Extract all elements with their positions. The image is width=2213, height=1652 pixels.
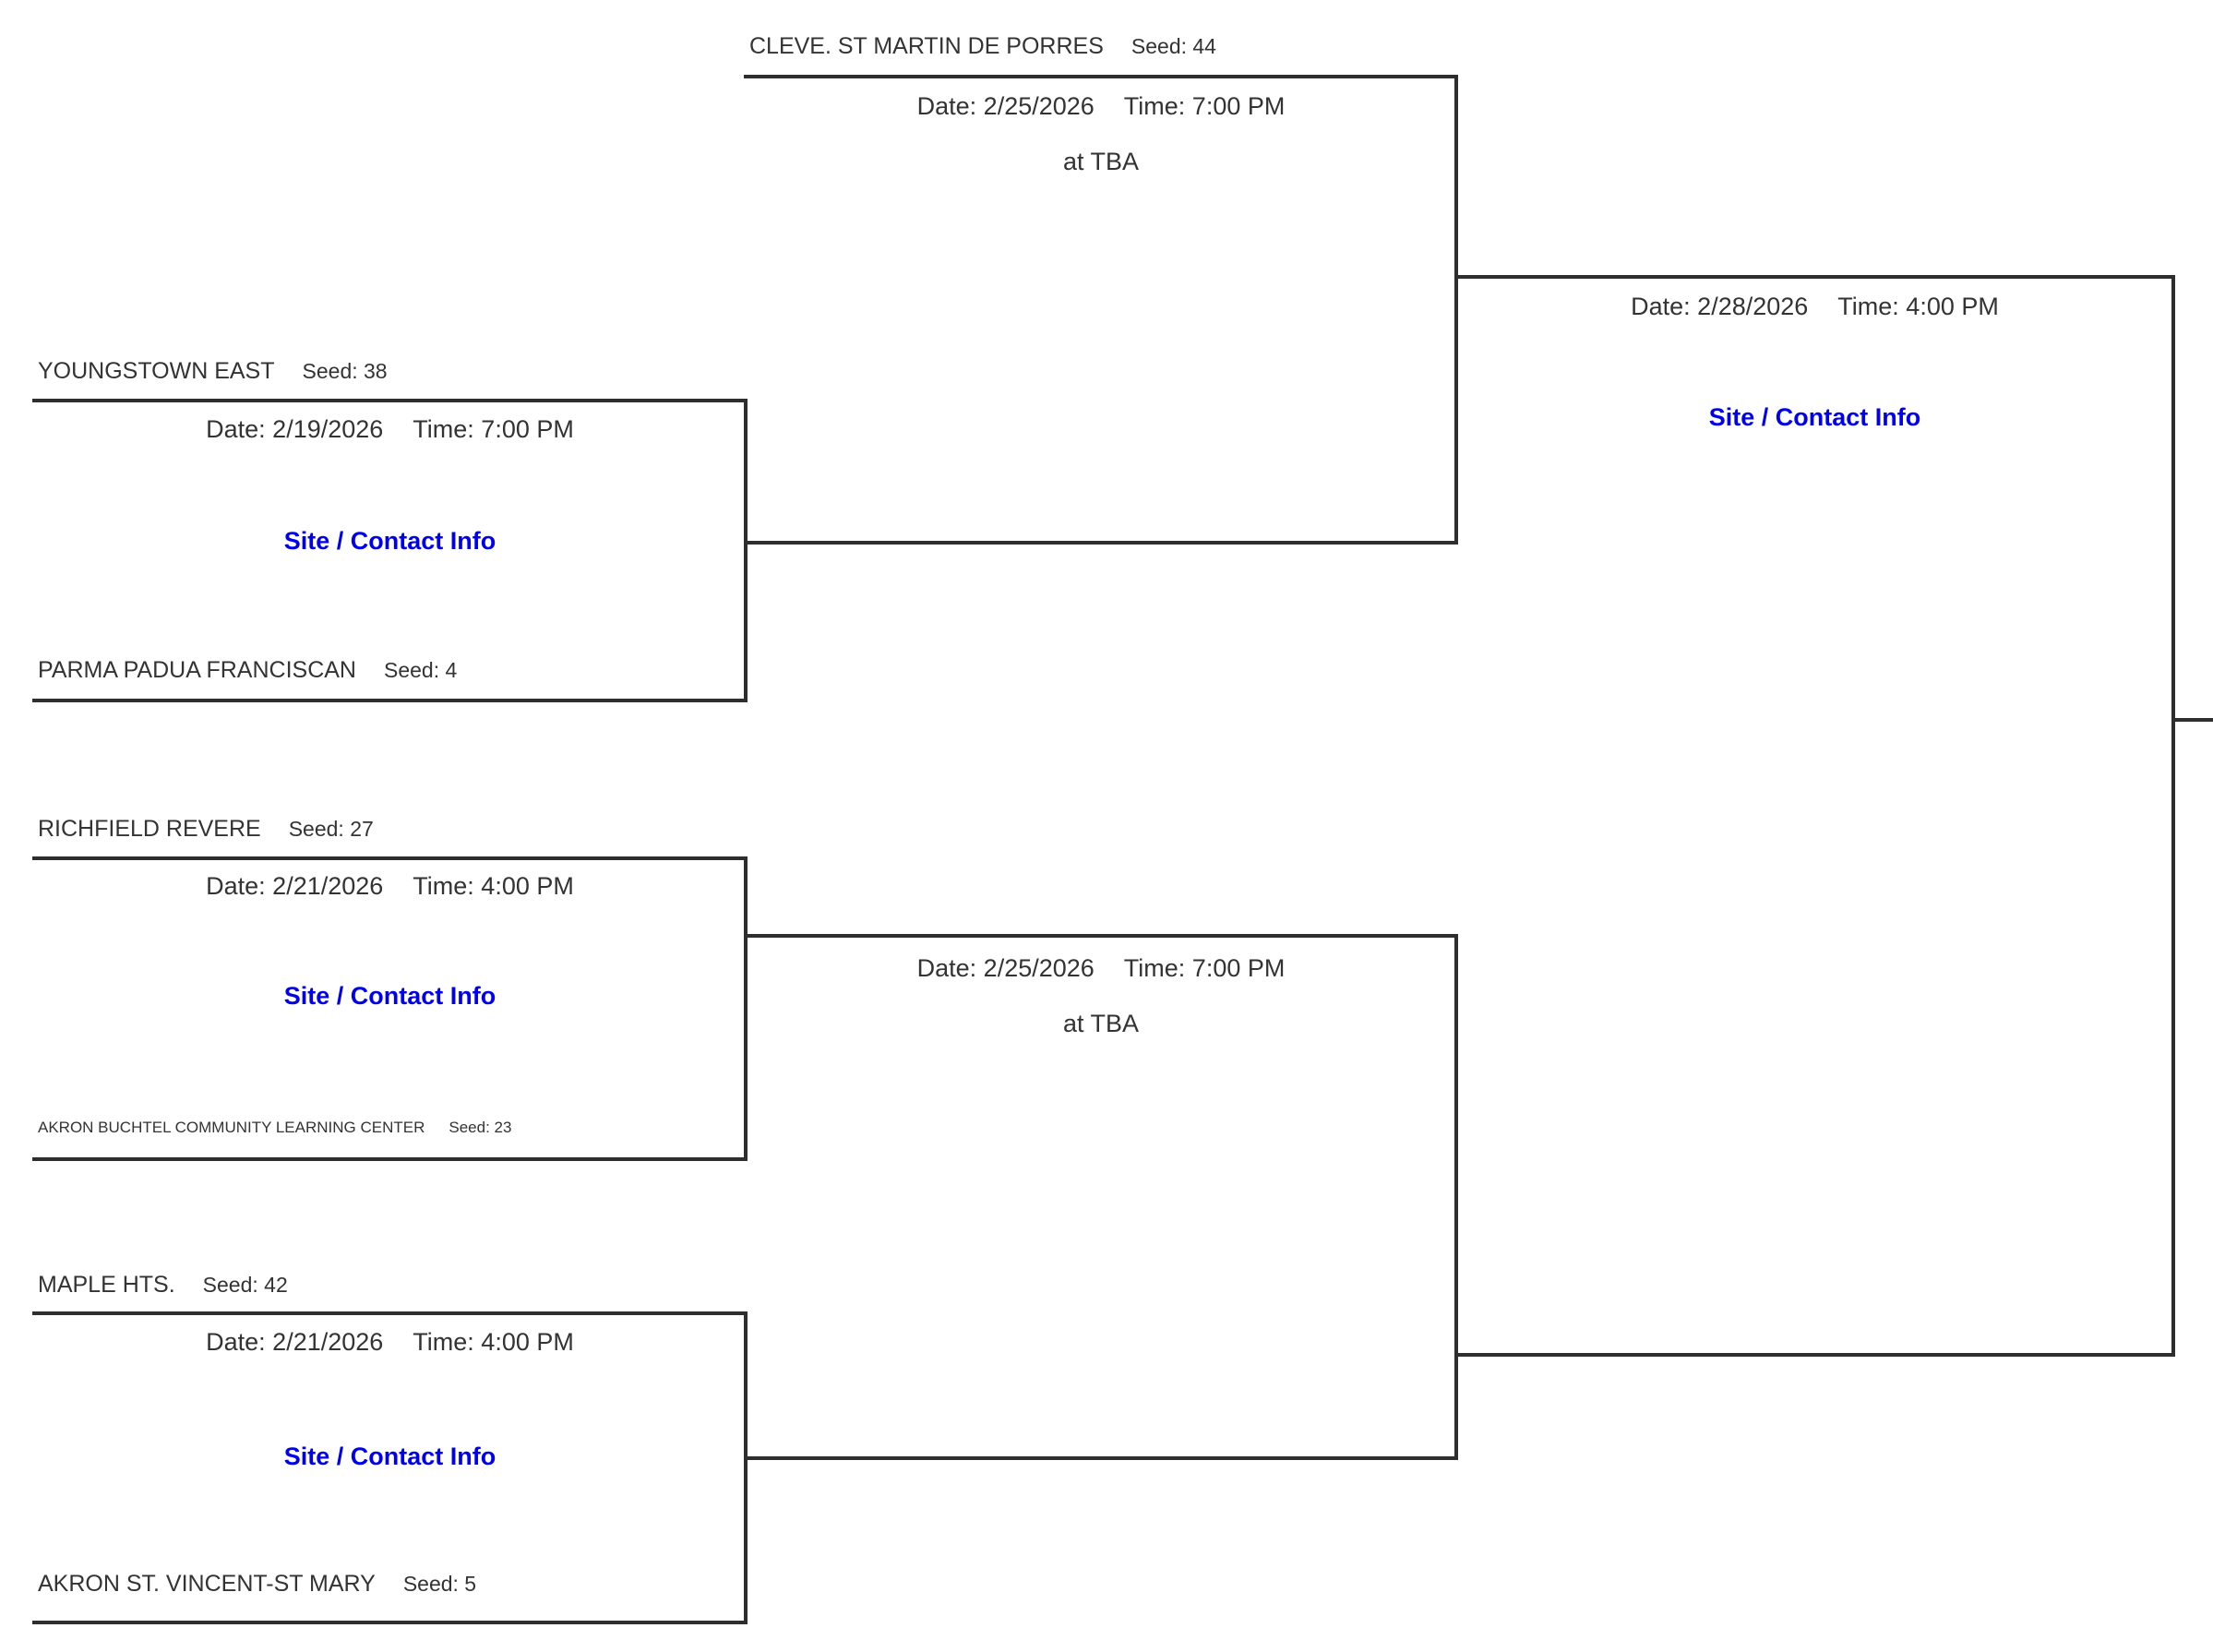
- match-date: Date: 2/25/2026: [916, 92, 1095, 120]
- semi-top-venue: at TBA: [1062, 148, 1140, 175]
- bracket-line-final-bottom: [1454, 1353, 2175, 1357]
- match-time: Time: 7:00 PM: [413, 415, 574, 443]
- bracket-connector-semi-top: [1454, 75, 1458, 545]
- bracket-line-match-a-bottom: [32, 699, 748, 702]
- site-contact-link-match-c[interactable]: Site / Contact Info: [283, 1443, 496, 1470]
- team-name: CLEVE. ST MARTIN DE PORRES: [749, 33, 1104, 59]
- match-time: Time: 7:00 PM: [1123, 92, 1286, 120]
- match-time: Time: 4:00 PM: [1837, 293, 1999, 320]
- match-time: Time: 7:00 PM: [1123, 954, 1286, 982]
- team-seed: Seed: 42: [202, 1273, 288, 1297]
- team-name: MAPLE HTS.: [38, 1272, 175, 1298]
- site-contact-link-final[interactable]: Site / Contact Info: [1708, 403, 1921, 431]
- bracket-connector-final: [2171, 275, 2175, 1357]
- semi-bottom-datetime: Date: 2/25/2026 Time: 7:00 PM: [744, 954, 1458, 983]
- match-date: Date: 2/21/2026: [206, 1328, 384, 1356]
- match-date: Date: 2/25/2026: [916, 954, 1095, 982]
- match-c-datetime: Date: 2/21/2026 Time: 4:00 PM: [32, 1328, 748, 1357]
- semi-top-datetime: Date: 2/25/2026 Time: 7:00 PM: [744, 92, 1458, 121]
- site-contact-link-match-b[interactable]: Site / Contact Info: [283, 982, 496, 1010]
- bracket-line-bye-team: [744, 75, 1458, 78]
- bracket-connector-semi-bottom: [1454, 934, 1458, 1460]
- team-name: PARMA PADUA FRANCISCAN: [38, 657, 356, 683]
- team-label-match-c-bottom: AKRON ST. VINCENT-ST MARY Seed: 5: [38, 1571, 476, 1598]
- team-seed: Seed: 38: [302, 359, 388, 383]
- bracket-connector-match-c: [744, 1311, 748, 1624]
- team-label-match-a-bottom: PARMA PADUA FRANCISCAN Seed: 4: [38, 657, 457, 684]
- bracket-line-final-top: [1454, 275, 2175, 279]
- team-seed: Seed: 44: [1130, 34, 1216, 58]
- team-label-match-b-bottom: AKRON BUCHTEL COMMUNITY LEARNING CENTER …: [38, 1119, 511, 1137]
- bracket-line-match-b-bottom: [32, 1157, 748, 1161]
- bracket-line-match-c-winner: [744, 1456, 1458, 1460]
- team-seed: Seed: 5: [402, 1572, 477, 1596]
- match-time: Time: 4:00 PM: [413, 872, 574, 900]
- match-date: Date: 2/21/2026: [206, 872, 384, 900]
- bracket-line-match-b-winner: [744, 934, 1458, 938]
- match-date: Date: 2/19/2026: [206, 415, 384, 443]
- team-name: RICHFIELD REVERE: [38, 816, 261, 842]
- team-seed: Seed: 27: [288, 817, 374, 841]
- semi-bottom-venue: at TBA: [1062, 1010, 1140, 1037]
- bracket-line-match-a-winner: [744, 541, 1458, 545]
- team-seed: Seed: 4: [383, 658, 458, 682]
- match-a-datetime: Date: 2/19/2026 Time: 7:00 PM: [32, 415, 748, 444]
- match-b-datetime: Date: 2/21/2026 Time: 4:00 PM: [32, 872, 748, 901]
- bracket-line-champion: [2171, 718, 2213, 722]
- bracket-line-match-c-top: [32, 1311, 748, 1315]
- team-label-bye: CLEVE. ST MARTIN DE PORRES Seed: 44: [749, 33, 1216, 60]
- bracket-line-match-a-top: [32, 399, 748, 402]
- final-datetime: Date: 2/28/2026 Time: 4:00 PM: [1454, 293, 2175, 321]
- bracket-connector-match-b: [744, 856, 748, 1161]
- team-name: AKRON ST. VINCENT-ST MARY: [38, 1571, 376, 1597]
- site-contact-link-match-a[interactable]: Site / Contact Info: [283, 527, 496, 555]
- team-name: YOUNGSTOWN EAST: [38, 358, 275, 384]
- team-name: AKRON BUCHTEL COMMUNITY LEARNING CENTER: [38, 1119, 425, 1136]
- team-label-match-c-top: MAPLE HTS. Seed: 42: [38, 1272, 288, 1299]
- team-label-match-b-top: RICHFIELD REVERE Seed: 27: [38, 816, 374, 843]
- bracket-line-match-c-bottom: [32, 1621, 748, 1624]
- bracket-connector-match-a: [744, 399, 748, 702]
- bracket-line-match-b-top: [32, 856, 748, 860]
- team-label-match-a-top: YOUNGSTOWN EAST Seed: 38: [38, 358, 388, 385]
- team-seed: Seed: 23: [449, 1119, 512, 1136]
- match-date: Date: 2/28/2026: [1631, 293, 1809, 320]
- match-time: Time: 4:00 PM: [413, 1328, 574, 1356]
